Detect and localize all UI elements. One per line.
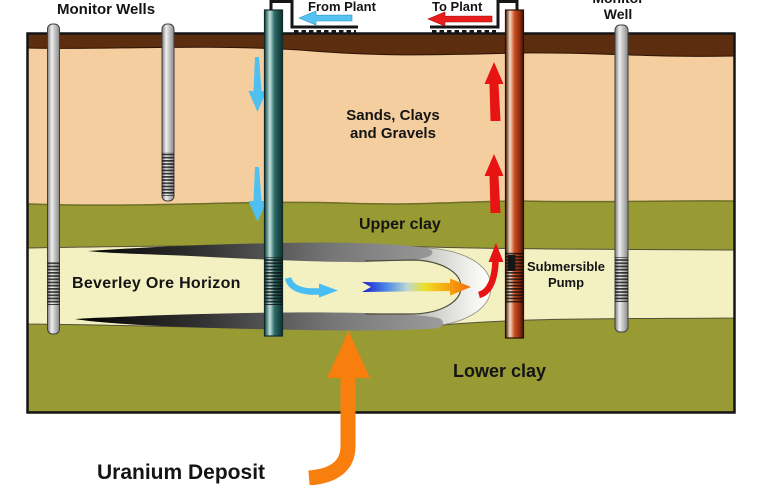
production-flow-arrow-2 xyxy=(484,154,504,213)
label-monitor-well: Monitor Well xyxy=(568,0,668,22)
well-screen xyxy=(615,257,628,302)
well-screen xyxy=(47,262,60,305)
label-submersible-line2: Pump xyxy=(547,275,585,291)
from-plant-arrow xyxy=(298,10,353,26)
lixiviant-gradient-arrow xyxy=(362,278,471,296)
mineralized-band-top xyxy=(88,242,433,263)
mineralized-band-bottom xyxy=(75,312,444,331)
monitor-well-left-inner xyxy=(161,23,175,202)
label-uranium-deposit: Uranium Deposit xyxy=(97,461,266,484)
label-lower-clay: Lower clay xyxy=(453,361,547,381)
label-monitor-well-line2: Well xyxy=(603,6,633,23)
well-screen xyxy=(162,152,174,196)
injection-flow-arrow-1 xyxy=(248,57,267,112)
production-well xyxy=(504,9,525,339)
label-to-plant: To Plant xyxy=(432,0,483,14)
ore-zone-injection-arrow xyxy=(284,276,338,298)
injection-pipe xyxy=(269,0,358,33)
monitor-well-right xyxy=(614,24,629,333)
diagram-frame xyxy=(26,32,736,414)
label-from-plant: From Plant xyxy=(308,0,376,14)
label-monitor-wells: Monitor Wells xyxy=(57,1,156,18)
ore-zone-extraction-arrow xyxy=(477,243,504,299)
injection-well xyxy=(263,9,284,337)
label-sands-clays-gravels: Sands, Clays and Gravels xyxy=(328,107,458,143)
label-sands-line2: and Gravels xyxy=(350,125,436,142)
label-submersible-line1: Submersible xyxy=(526,259,606,274)
production-flow-arrow-1 xyxy=(484,62,504,121)
monitor-well-left-outer xyxy=(47,23,60,335)
label-upper-clay: Upper clay xyxy=(359,216,441,233)
label-submersible-pump: Submersible Pump xyxy=(524,259,608,292)
to-plant-arrow xyxy=(427,11,493,27)
uranium-deposit-arrow xyxy=(308,331,370,485)
label-sands-line1: Sands, Clays xyxy=(346,107,440,124)
submersible-pump-unit xyxy=(507,255,516,271)
topsoil-layer xyxy=(28,34,734,57)
well-screen xyxy=(264,257,283,305)
injection-flow-arrow-2 xyxy=(248,167,267,222)
label-beverley-ore-horizon: Beverley Ore Horizon xyxy=(72,275,241,292)
label-monitor-well-line1: Monitor xyxy=(592,0,643,6)
production-pipe xyxy=(430,0,519,33)
